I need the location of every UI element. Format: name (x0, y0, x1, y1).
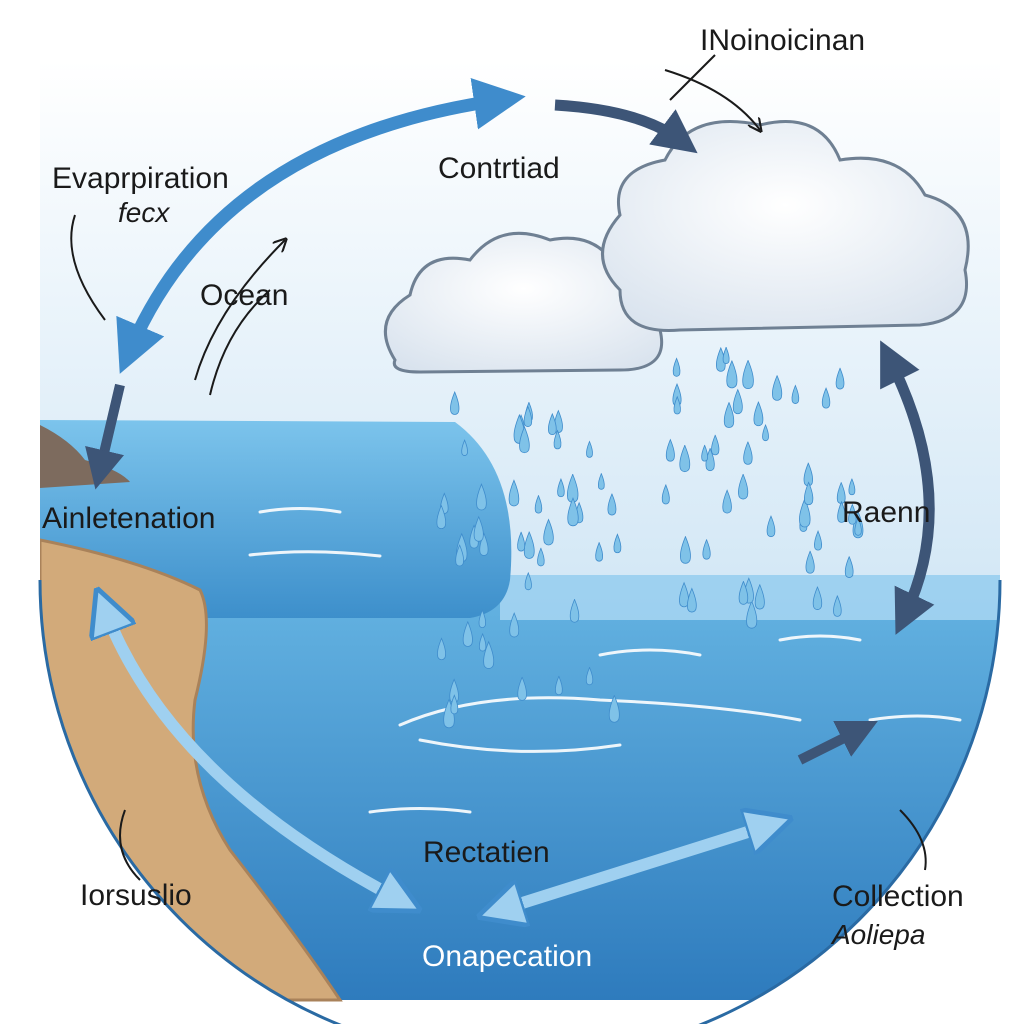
raindrop (607, 492, 617, 516)
raindrop (791, 384, 800, 404)
runoff-arrow (105, 610, 400, 900)
raindrop (680, 535, 691, 564)
raindrop (585, 666, 594, 686)
raindrop (804, 481, 814, 506)
raindrop (732, 388, 743, 415)
raindrop (821, 387, 831, 409)
raindrop (597, 472, 605, 490)
raindrop (509, 612, 520, 638)
collection-arrow (500, 825, 770, 910)
raindrop (742, 359, 754, 389)
label-collection-sub: Aoliepa (830, 919, 925, 950)
label-collection: Collection (832, 880, 964, 913)
raindrop (523, 405, 533, 427)
cloud-right (601, 120, 970, 332)
raindrop (517, 676, 527, 701)
raindrop (554, 675, 563, 696)
raindrop (679, 581, 690, 608)
raindrop (613, 533, 622, 554)
raindrop (508, 479, 520, 507)
label-condensation: Contrtiad (438, 152, 560, 185)
raindrop (833, 594, 842, 617)
raindrop (754, 583, 765, 610)
raindrop (673, 395, 681, 415)
raindrop (743, 440, 753, 465)
raindrop (557, 478, 565, 498)
raindrop (672, 357, 681, 377)
raindrop (519, 425, 530, 454)
raindrop (772, 375, 783, 401)
raindrop (548, 412, 557, 436)
raindrop (726, 359, 738, 389)
raindrop (534, 494, 543, 514)
raindrop (478, 632, 487, 652)
raindrop (569, 598, 580, 623)
raindrop (766, 515, 776, 538)
raindrop (608, 694, 620, 723)
pointer-lines (70, 54, 927, 881)
raindrop (723, 401, 735, 428)
label-evaporation-sub: fecx (118, 197, 170, 228)
raindrop (461, 439, 468, 456)
raindrop (455, 544, 464, 567)
raindrop (738, 473, 749, 500)
label-evaporation: Evaprpiration (52, 162, 229, 195)
raindrop (436, 504, 447, 530)
raindrop (848, 503, 857, 525)
raindrop (462, 620, 473, 647)
raindrop (483, 640, 495, 669)
raindrop (437, 637, 446, 661)
raindrop (805, 550, 815, 574)
condensation-arrow (554, 99, 698, 154)
raindrop (837, 500, 846, 523)
raindrop (848, 477, 856, 496)
raindrop (835, 367, 845, 390)
raindrop (762, 423, 769, 442)
raindrop (450, 694, 459, 715)
raindrop (661, 483, 670, 505)
label-right-side: Raenn (842, 496, 930, 529)
raindrop (753, 401, 764, 427)
raindrop (722, 489, 732, 514)
raindrop (701, 444, 709, 462)
raindrop (844, 555, 854, 578)
label-top-right: INoinoicinan (700, 24, 865, 57)
raindrop (517, 531, 526, 552)
raindrop (711, 434, 720, 456)
bay-water (40, 420, 512, 618)
label-left-water: Ainletenation (42, 502, 215, 535)
raindrop (553, 429, 562, 450)
raindrop (722, 346, 730, 364)
raindrop (595, 541, 604, 562)
raindrop (687, 587, 697, 613)
raindrop (702, 538, 711, 560)
raindrop (814, 530, 823, 551)
raindrop (679, 444, 691, 472)
raindrop (476, 483, 487, 511)
raindrop (738, 580, 749, 605)
raindrop (473, 515, 484, 542)
raindrop (586, 440, 593, 458)
label-bottom-left: Iorsuslio (80, 879, 192, 912)
ocean-arrow (797, 721, 878, 765)
raindrop (665, 438, 675, 462)
raindrop (450, 390, 460, 415)
raindrops (436, 346, 864, 729)
label-bottom-center: Onapecation (422, 940, 592, 973)
raindrop (524, 571, 532, 591)
evaporation-arc-arrow (116, 77, 526, 374)
raindrop (537, 547, 545, 567)
label-center-bottom: Rectatien (423, 836, 550, 869)
raindrop (543, 518, 554, 546)
precipitation-arc-arrow (880, 340, 935, 635)
raindrop (478, 609, 487, 628)
raindrop (799, 497, 811, 528)
raindrop (854, 516, 862, 536)
raindrop (567, 497, 579, 527)
raindrop (812, 585, 823, 610)
raindrop (746, 600, 758, 629)
rock-down-arrow (85, 383, 125, 490)
label-ocean: Ocean (200, 279, 288, 312)
